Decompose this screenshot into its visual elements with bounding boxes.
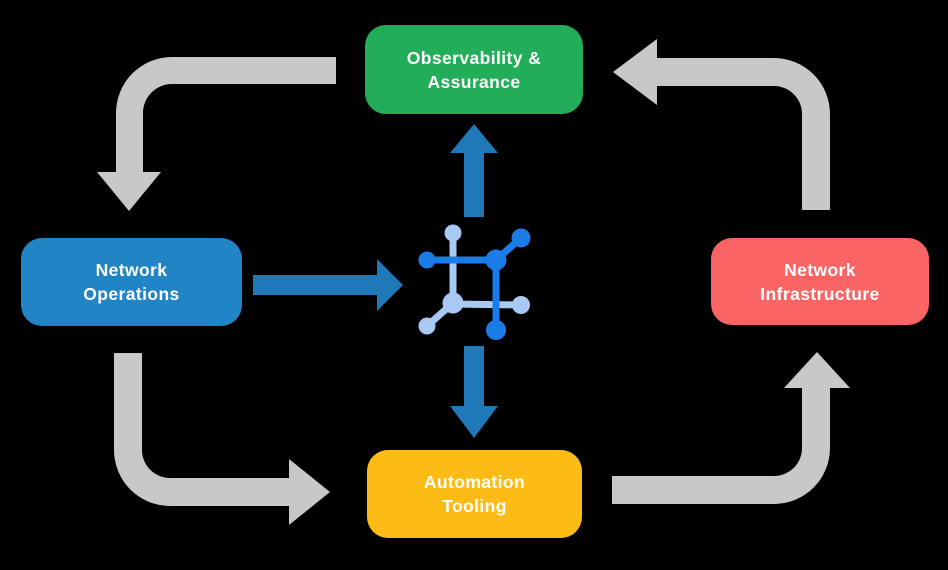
flow-arrow-hub-to-observability-icon [450, 124, 498, 217]
cycle-arrow-infrastructure-to-observability-icon [613, 39, 830, 210]
node-network-operations-label: Network Operations [83, 260, 180, 304]
network-hub-icon [418, 224, 531, 340]
flow-arrow-operations-to-hub-icon [253, 259, 403, 311]
node-observability-assurance: Observability & Assurance [365, 25, 583, 114]
node-network-infrastructure-label: Network Infrastructure [760, 259, 880, 304]
node-network-infrastructure: Network Infrastructure [711, 238, 929, 325]
cycle-arrow-operations-to-automation-icon [114, 353, 330, 525]
network-hub-icon-bright-part [418, 228, 531, 340]
node-automation-tooling-label: Automation Tooling [423, 472, 526, 516]
cycle-arrow-automation-to-infrastructure-icon [612, 352, 850, 504]
node-network-operations: Network Operations [21, 238, 242, 326]
cycle-arrow-observability-to-operations-icon [97, 57, 336, 211]
network-hub-icon-light-part [418, 224, 530, 335]
flow-arrow-hub-to-automation-icon [450, 346, 498, 438]
node-observability-assurance-label: Observability & Assurance [406, 47, 542, 92]
node-automation-tooling: Automation Tooling [367, 450, 582, 538]
